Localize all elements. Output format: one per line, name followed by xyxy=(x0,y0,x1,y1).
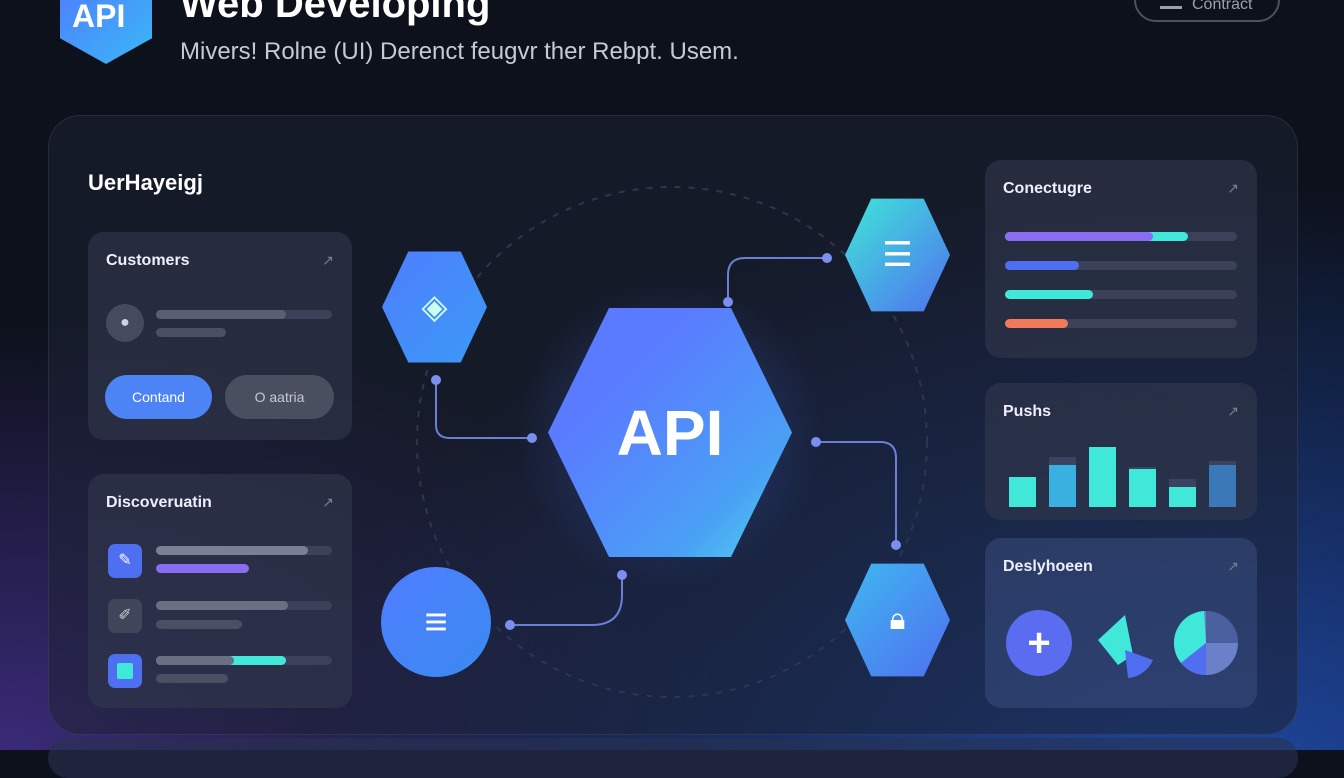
connection-lines xyxy=(416,186,928,698)
bar xyxy=(1009,477,1036,507)
page-subtitle: Mivers! Rolne (UI) Derenct feugvr ther R… xyxy=(180,38,739,65)
lock-node-icon[interactable]: 🔒︎ xyxy=(845,563,950,677)
connections-card: Conectugre ↗ xyxy=(985,160,1257,358)
bar xyxy=(1209,465,1236,507)
bar xyxy=(1129,469,1156,507)
expand-icon[interactable]: ↗ xyxy=(322,252,334,268)
deployment-card: Deslyhoeen ↗ + xyxy=(985,538,1257,708)
bottom-panel xyxy=(48,738,1298,778)
bar xyxy=(1169,487,1196,507)
card-title: Conectugre xyxy=(1003,180,1092,197)
add-icon[interactable]: + xyxy=(1006,610,1072,676)
bar xyxy=(1089,447,1116,507)
customers-card: Customers ↗ ● Contand O aatria xyxy=(88,232,352,440)
card-title: Customers xyxy=(106,252,190,269)
shapes-icon xyxy=(1098,615,1153,678)
user-avatar-icon: ● xyxy=(106,304,144,342)
secondary-button[interactable]: O aatria xyxy=(225,375,334,419)
page-title: Web Developing xyxy=(180,0,491,26)
progress-fill xyxy=(1005,319,1068,328)
expand-icon[interactable]: ↗ xyxy=(1227,403,1239,419)
api-logo: API xyxy=(60,0,152,64)
envelope-node-icon[interactable]: ◈ xyxy=(382,251,487,363)
progress-track xyxy=(1005,290,1237,299)
progress-track xyxy=(1005,261,1237,270)
list-node-icon[interactable]: ≡ xyxy=(381,567,491,677)
expand-icon[interactable]: ↗ xyxy=(1227,558,1239,574)
expand-icon[interactable]: ↗ xyxy=(1227,180,1239,196)
section-title: UerHayeigj xyxy=(88,170,203,195)
pen-icon: ✎ xyxy=(108,544,142,578)
grid-icon xyxy=(108,654,142,688)
progress-fill xyxy=(1005,290,1094,299)
pushes-card: Pushs ↗ xyxy=(985,383,1257,520)
progress-track xyxy=(1005,319,1237,328)
primary-button[interactable]: Contand xyxy=(105,375,212,419)
progress-fill xyxy=(1005,232,1154,241)
bar xyxy=(1049,465,1076,507)
card-title: Pushs xyxy=(1003,403,1052,420)
menu-icon xyxy=(1160,6,1182,9)
discovery-card: Discoveruatin ↗ ✎ ✐ xyxy=(88,474,352,708)
progress-fill xyxy=(1005,261,1080,270)
api-hub[interactable]: API xyxy=(548,307,792,558)
contract-button[interactable]: Contract xyxy=(1134,0,1280,22)
card-title: Deslyhoeen xyxy=(1003,558,1093,575)
edit-icon: ✐ xyxy=(108,599,142,633)
pie-chart-icon xyxy=(1173,611,1238,675)
card-title: Discoveruatin xyxy=(106,494,212,511)
expand-icon[interactable]: ↗ xyxy=(322,494,334,510)
